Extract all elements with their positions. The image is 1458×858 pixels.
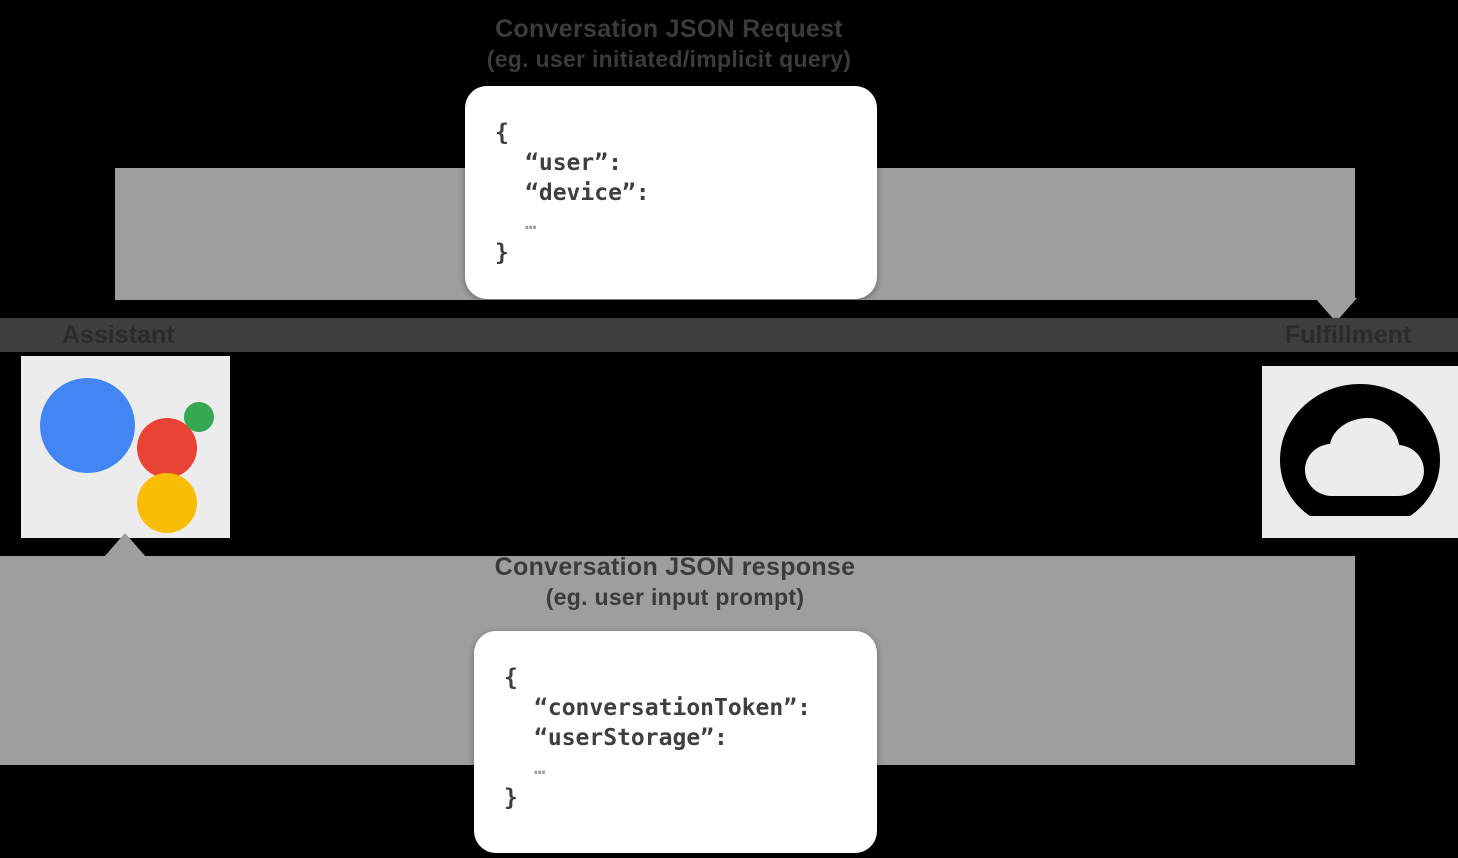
assistant-blue-dot-icon: [40, 378, 135, 473]
json-line: “conversationToken”:: [534, 695, 811, 721]
assistant-red-dot-icon: [137, 418, 197, 478]
assistant-green-dot-icon: [184, 402, 214, 432]
json-line: {: [504, 665, 518, 691]
json-line: }: [504, 785, 518, 811]
response-arrowhead-icon: [104, 533, 146, 557]
json-line: }: [495, 240, 509, 266]
response-flow-title: Conversation JSON response (eg. user inp…: [375, 552, 975, 612]
fulfillment-endpoint-tile[interactable]: [1262, 366, 1458, 538]
request-flow-title: Conversation JSON Request (eg. user init…: [369, 14, 969, 74]
json-line: …: [525, 212, 537, 234]
assistant-endpoint-tile[interactable]: [21, 356, 230, 538]
json-line: …: [534, 757, 546, 779]
center-channel: [0, 352, 1458, 556]
cloud-icon: [1280, 384, 1440, 516]
json-line: “device”:: [525, 180, 650, 206]
json-line: “user”:: [525, 150, 622, 176]
role-divider-strip: Assistant Fulfillment: [0, 318, 1458, 352]
assistant-role-label: Assistant: [62, 321, 175, 349]
assistant-yellow-dot-icon: [137, 473, 197, 533]
json-line: {: [495, 120, 509, 146]
request-title-line1: Conversation JSON Request: [495, 15, 843, 43]
request-json-card: { “user”: “device”: … }: [465, 86, 877, 299]
fulfillment-role-label: Fulfillment: [1285, 321, 1412, 349]
request-title-line2: (eg. user initiated/implicit query): [486, 46, 852, 72]
response-title-line2: (eg. user input prompt): [545, 584, 805, 610]
json-line: “userStorage”:: [534, 725, 728, 751]
response-json-card: { “conversationToken”: “userStorage”: … …: [474, 631, 877, 853]
response-title-line1: Conversation JSON response: [494, 553, 856, 581]
